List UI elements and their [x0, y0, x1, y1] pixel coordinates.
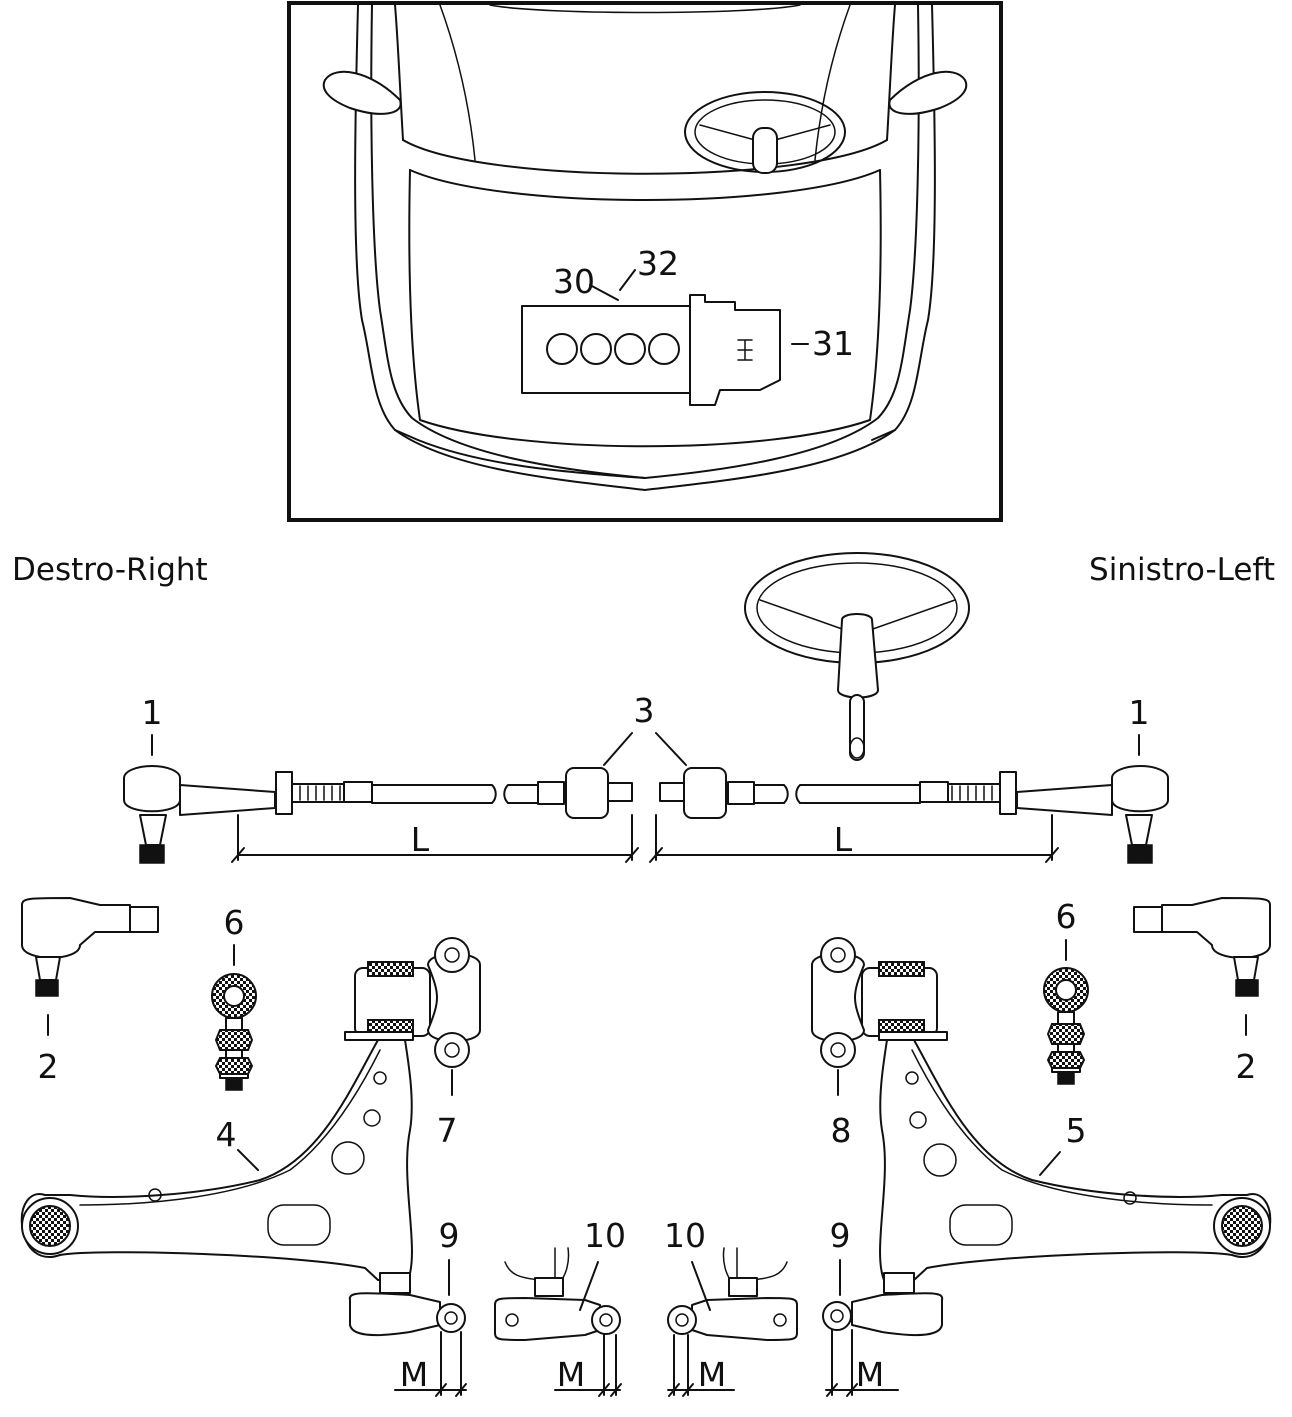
battery-outline: [521, 305, 705, 394]
label-L-left: L: [834, 820, 853, 859]
inset-frame: [287, 1, 1003, 522]
side-label-right: Destro-Right: [12, 552, 208, 588]
label-4: 4: [216, 1115, 237, 1154]
label-10-right: 10: [584, 1216, 626, 1255]
control-arm-right: 4 9 M: [20, 961, 467, 1397]
label-10-left: 10: [664, 1216, 706, 1255]
label-1-left: 1: [1129, 693, 1150, 732]
stabilizer-link-left: 6: [1043, 897, 1089, 1085]
label-6-left: 6: [1056, 897, 1077, 936]
label-2-right: 2: [38, 1047, 59, 1086]
label-9-right: 9: [439, 1216, 460, 1255]
dimension-L-left: L: [649, 814, 1059, 863]
bushing-bracket-8: 8: [811, 937, 865, 1150]
label-3: 3: [634, 691, 655, 730]
control-arm-left: 5 9 M: [822, 961, 1272, 1397]
label-1-right: 1: [142, 693, 163, 732]
ball-joint-10-right: 10 M: [494, 1216, 626, 1397]
tie-rod-end-right: 2: [21, 897, 159, 1086]
tie-rod-end-left: 2: [1133, 897, 1271, 1086]
label-M-1: M: [400, 1355, 428, 1394]
label-2-left: 2: [1236, 1047, 1257, 1086]
dimension-L-right: L: [231, 814, 639, 863]
label-8: 8: [831, 1111, 852, 1150]
label-L-right: L: [411, 820, 430, 859]
label-M-4: M: [856, 1355, 884, 1394]
label-31: 31: [812, 324, 854, 363]
tie-rod-right: [123, 765, 633, 864]
label-7: 7: [437, 1111, 458, 1150]
steering-wheel-icon: [744, 552, 970, 761]
label-9-left: 9: [830, 1216, 851, 1255]
label-6-right: 6: [224, 903, 245, 942]
label-M-2: M: [557, 1355, 585, 1394]
label-32: 32: [637, 244, 679, 283]
ball-joint-10-left: 10 M: [664, 1216, 798, 1397]
tie-rod-left: [659, 765, 1169, 864]
label-30: 30: [553, 262, 595, 301]
fuse-box-outline: [689, 294, 781, 406]
bushing-bracket-7: 7: [427, 937, 481, 1150]
inset-car-top-view: 30 32 31: [287, 1, 1003, 522]
label-5: 5: [1066, 1111, 1087, 1150]
side-label-left: Sinistro-Left: [1089, 552, 1275, 588]
stabilizer-link-right: 6: [211, 903, 257, 1091]
label-M-3: M: [698, 1355, 726, 1394]
